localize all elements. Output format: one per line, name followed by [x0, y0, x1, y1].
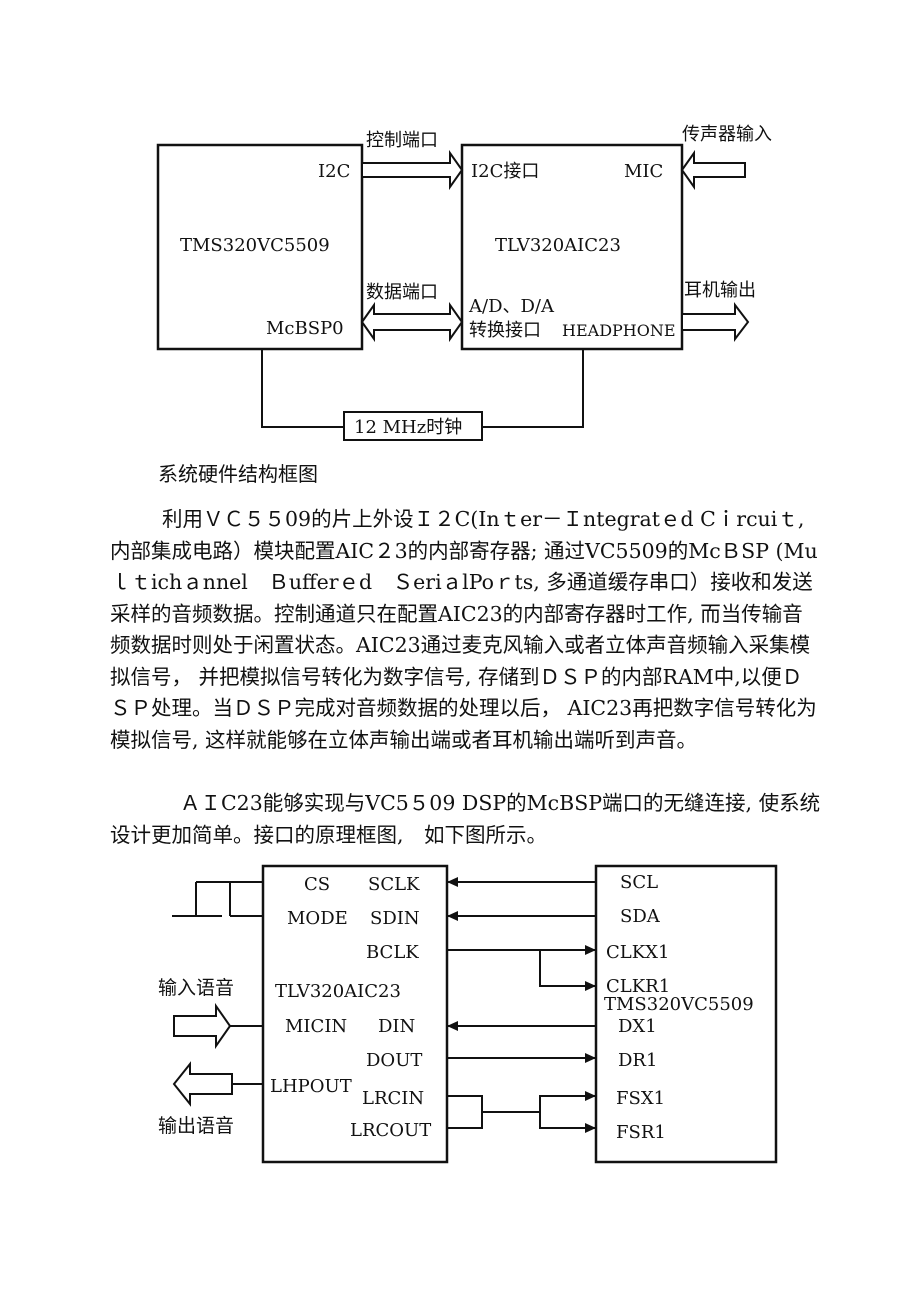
codec-block — [460, 143, 684, 351]
vc5509-block — [594, 864, 778, 1164]
paragraph-aic23-description: 利用ＶＣ５５09的片上外设Ｉ２C(Inｔer－Ｉntegratｅd Cｉrcui… — [110, 507, 818, 752]
interface-principle-diagram: CS MODE TLV320AIC23 MICIN LHPOUT SCLK SD… — [158, 864, 778, 1164]
input-voice-label: 输入语音 — [158, 977, 234, 999]
mic-input-arrow — [680, 149, 746, 191]
pin-sclk: SCLK — [368, 874, 420, 895]
codec-i2c-label: I2C接口 — [471, 161, 539, 182]
codec-mic-label: MIC — [624, 161, 663, 182]
pin-dout: DOUT — [366, 1050, 422, 1071]
dsp-block — [156, 143, 364, 351]
pin-scl: SCL — [620, 872, 658, 893]
pin-lrcin: LRCIN — [362, 1088, 424, 1109]
headphone-output-label: 耳机输出 — [684, 280, 756, 301]
headphone-output-arrow — [681, 302, 750, 342]
pin-cs: CS — [304, 874, 330, 895]
pin-fsr1: FSR1 — [616, 1122, 666, 1143]
dsp-name-2: TMS320VC5509 — [604, 994, 754, 1015]
codec-name-2: TLV320AIC23 — [275, 981, 401, 1002]
dsp-mcbsp-label: McBSP0 — [266, 318, 344, 339]
dsp-name: TMS320VC5509 — [180, 235, 330, 256]
pin-din: DIN — [378, 1016, 415, 1037]
codec-ad-da-label: A/D、D/A — [468, 296, 555, 317]
codec-headphone-label: HEADPHONE — [562, 321, 676, 340]
data-port-label: 数据端口 — [366, 282, 438, 303]
output-voice-label: 输出语音 — [158, 1115, 234, 1137]
signal-arrowheads — [447, 877, 596, 1133]
pin-dr1: DR1 — [618, 1050, 657, 1071]
pin-lrcout: LRCOUT — [350, 1120, 431, 1141]
clock-line-left — [261, 349, 344, 428]
pin-dx1: DX1 — [618, 1016, 657, 1037]
aic23-block — [261, 864, 449, 1164]
control-port-arrow — [361, 149, 464, 191]
data-port-double-arrow — [360, 301, 464, 343]
mic-input-label: 传声器输入 — [682, 124, 772, 145]
cs-mode-ground-wiring — [172, 881, 263, 917]
signal-connections — [447, 881, 596, 1129]
control-port-label: 控制端口 — [366, 130, 438, 151]
pin-clkr1: CLKR1 — [606, 976, 670, 997]
codec-conversion-label: 转换接口 — [469, 320, 541, 341]
pin-mode: MODE — [287, 908, 348, 929]
dsp-i2c-label: I2C — [318, 161, 350, 182]
pin-micin: MICIN — [285, 1016, 347, 1037]
pin-fsx1: FSX1 — [616, 1088, 665, 1109]
pin-bclk: BCLK — [366, 942, 419, 963]
clock-line-right — [482, 349, 584, 428]
pin-sda: SDA — [620, 906, 661, 927]
clock-label: 12 MHz时钟 — [354, 417, 462, 438]
pin-sdin: SDIN — [370, 908, 420, 929]
input-voice-arrow — [173, 1002, 232, 1050]
system-hardware-block-diagram: I2C TMS320VC5509 McBSP0 I2C接口 MIC TLV320… — [156, 124, 772, 441]
paragraph-interface-intro: ＡＩC23能够实现与VC5５09 DSP的McBSP端口的无缝连接, 使系统设计… — [110, 791, 821, 847]
clock-box — [343, 411, 483, 441]
codec-name: TLV320AIC23 — [495, 235, 621, 256]
pin-lhpout: LHPOUT — [270, 1076, 352, 1097]
output-voice-arrow — [172, 1061, 233, 1107]
figure1-caption: 系统硬件结构框图 — [158, 462, 318, 486]
pin-clkx1: CLKX1 — [606, 942, 669, 963]
